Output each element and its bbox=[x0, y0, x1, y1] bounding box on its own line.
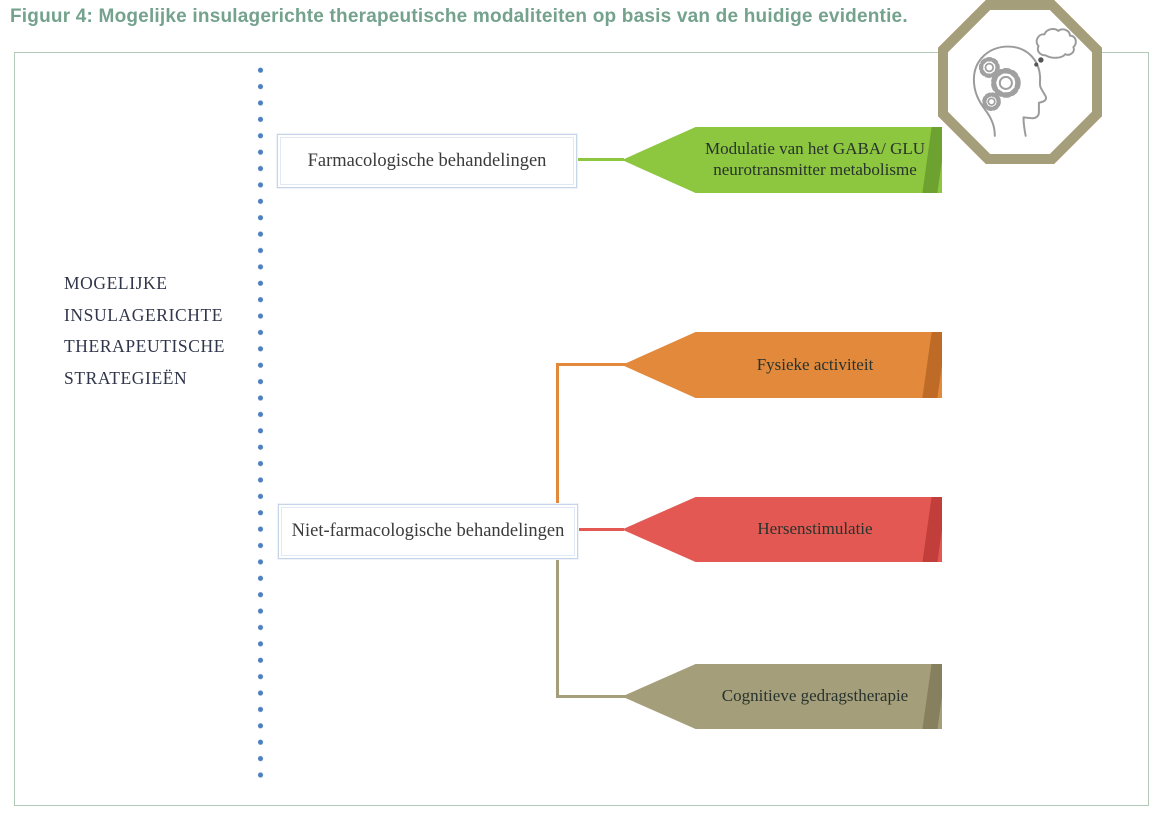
connector-pharma-to-gaba bbox=[577, 158, 624, 161]
root-label-line: INSULAGERICHTE bbox=[64, 304, 224, 325]
connector-to-physical-activity bbox=[556, 363, 626, 366]
thought-gears-icon bbox=[972, 28, 1077, 137]
root-strategy-label: MOGELIJKE INSULAGERICHTE THERAPEUTISCHE … bbox=[64, 268, 225, 394]
connector-to-brain-stimulation bbox=[578, 528, 624, 531]
connector-nonpharma-up-vertical bbox=[556, 363, 559, 505]
root-label-line: STRATEGIEËN bbox=[64, 367, 188, 388]
connector-nonpharma-down-vertical bbox=[556, 559, 559, 698]
root-label-line: THERAPEUTISCHE bbox=[64, 336, 226, 356]
branch-label: Farmacologische behandelingen bbox=[307, 150, 547, 171]
root-label-line: MOGELIJKE bbox=[64, 273, 168, 293]
branch-box-non-pharmacological: Niet-farmacologische behandelingen bbox=[278, 504, 578, 559]
branch-box-pharmacological: Farmacologische behandelingen bbox=[277, 134, 577, 188]
figure-frame bbox=[14, 52, 1149, 806]
outcome-label: Hersenstimulatie bbox=[757, 519, 873, 539]
octagon-inner bbox=[948, 10, 1092, 154]
connector-to-cbt bbox=[556, 695, 626, 698]
dotted-divider-line bbox=[257, 62, 264, 786]
branch-label: Niet-farmacologische behandelingen bbox=[291, 521, 565, 541]
outcome-ribbon-cbt: Cognitieve gedragstherapie bbox=[622, 664, 942, 729]
outcome-label: Fysieke activiteit bbox=[756, 354, 874, 374]
outcome-ribbon-gaba-modulation: Modulatie van het GABA/ GLU neurotransmi… bbox=[622, 127, 942, 193]
outcome-ribbon-brain-stimulation: Hersenstimulatie bbox=[622, 497, 942, 562]
figure-title: Figuur 4: Mogelijke insulagerichte thera… bbox=[10, 6, 908, 27]
octagon-badge-cbt bbox=[938, 0, 1102, 164]
outcome-label: Cognitieve gedragstherapie bbox=[721, 686, 909, 706]
outcome-ribbon-physical-activity: Fysieke activiteit bbox=[622, 332, 942, 398]
outcome-label: Modulatie van het GABA/ GLU neurotransmi… bbox=[704, 139, 926, 179]
